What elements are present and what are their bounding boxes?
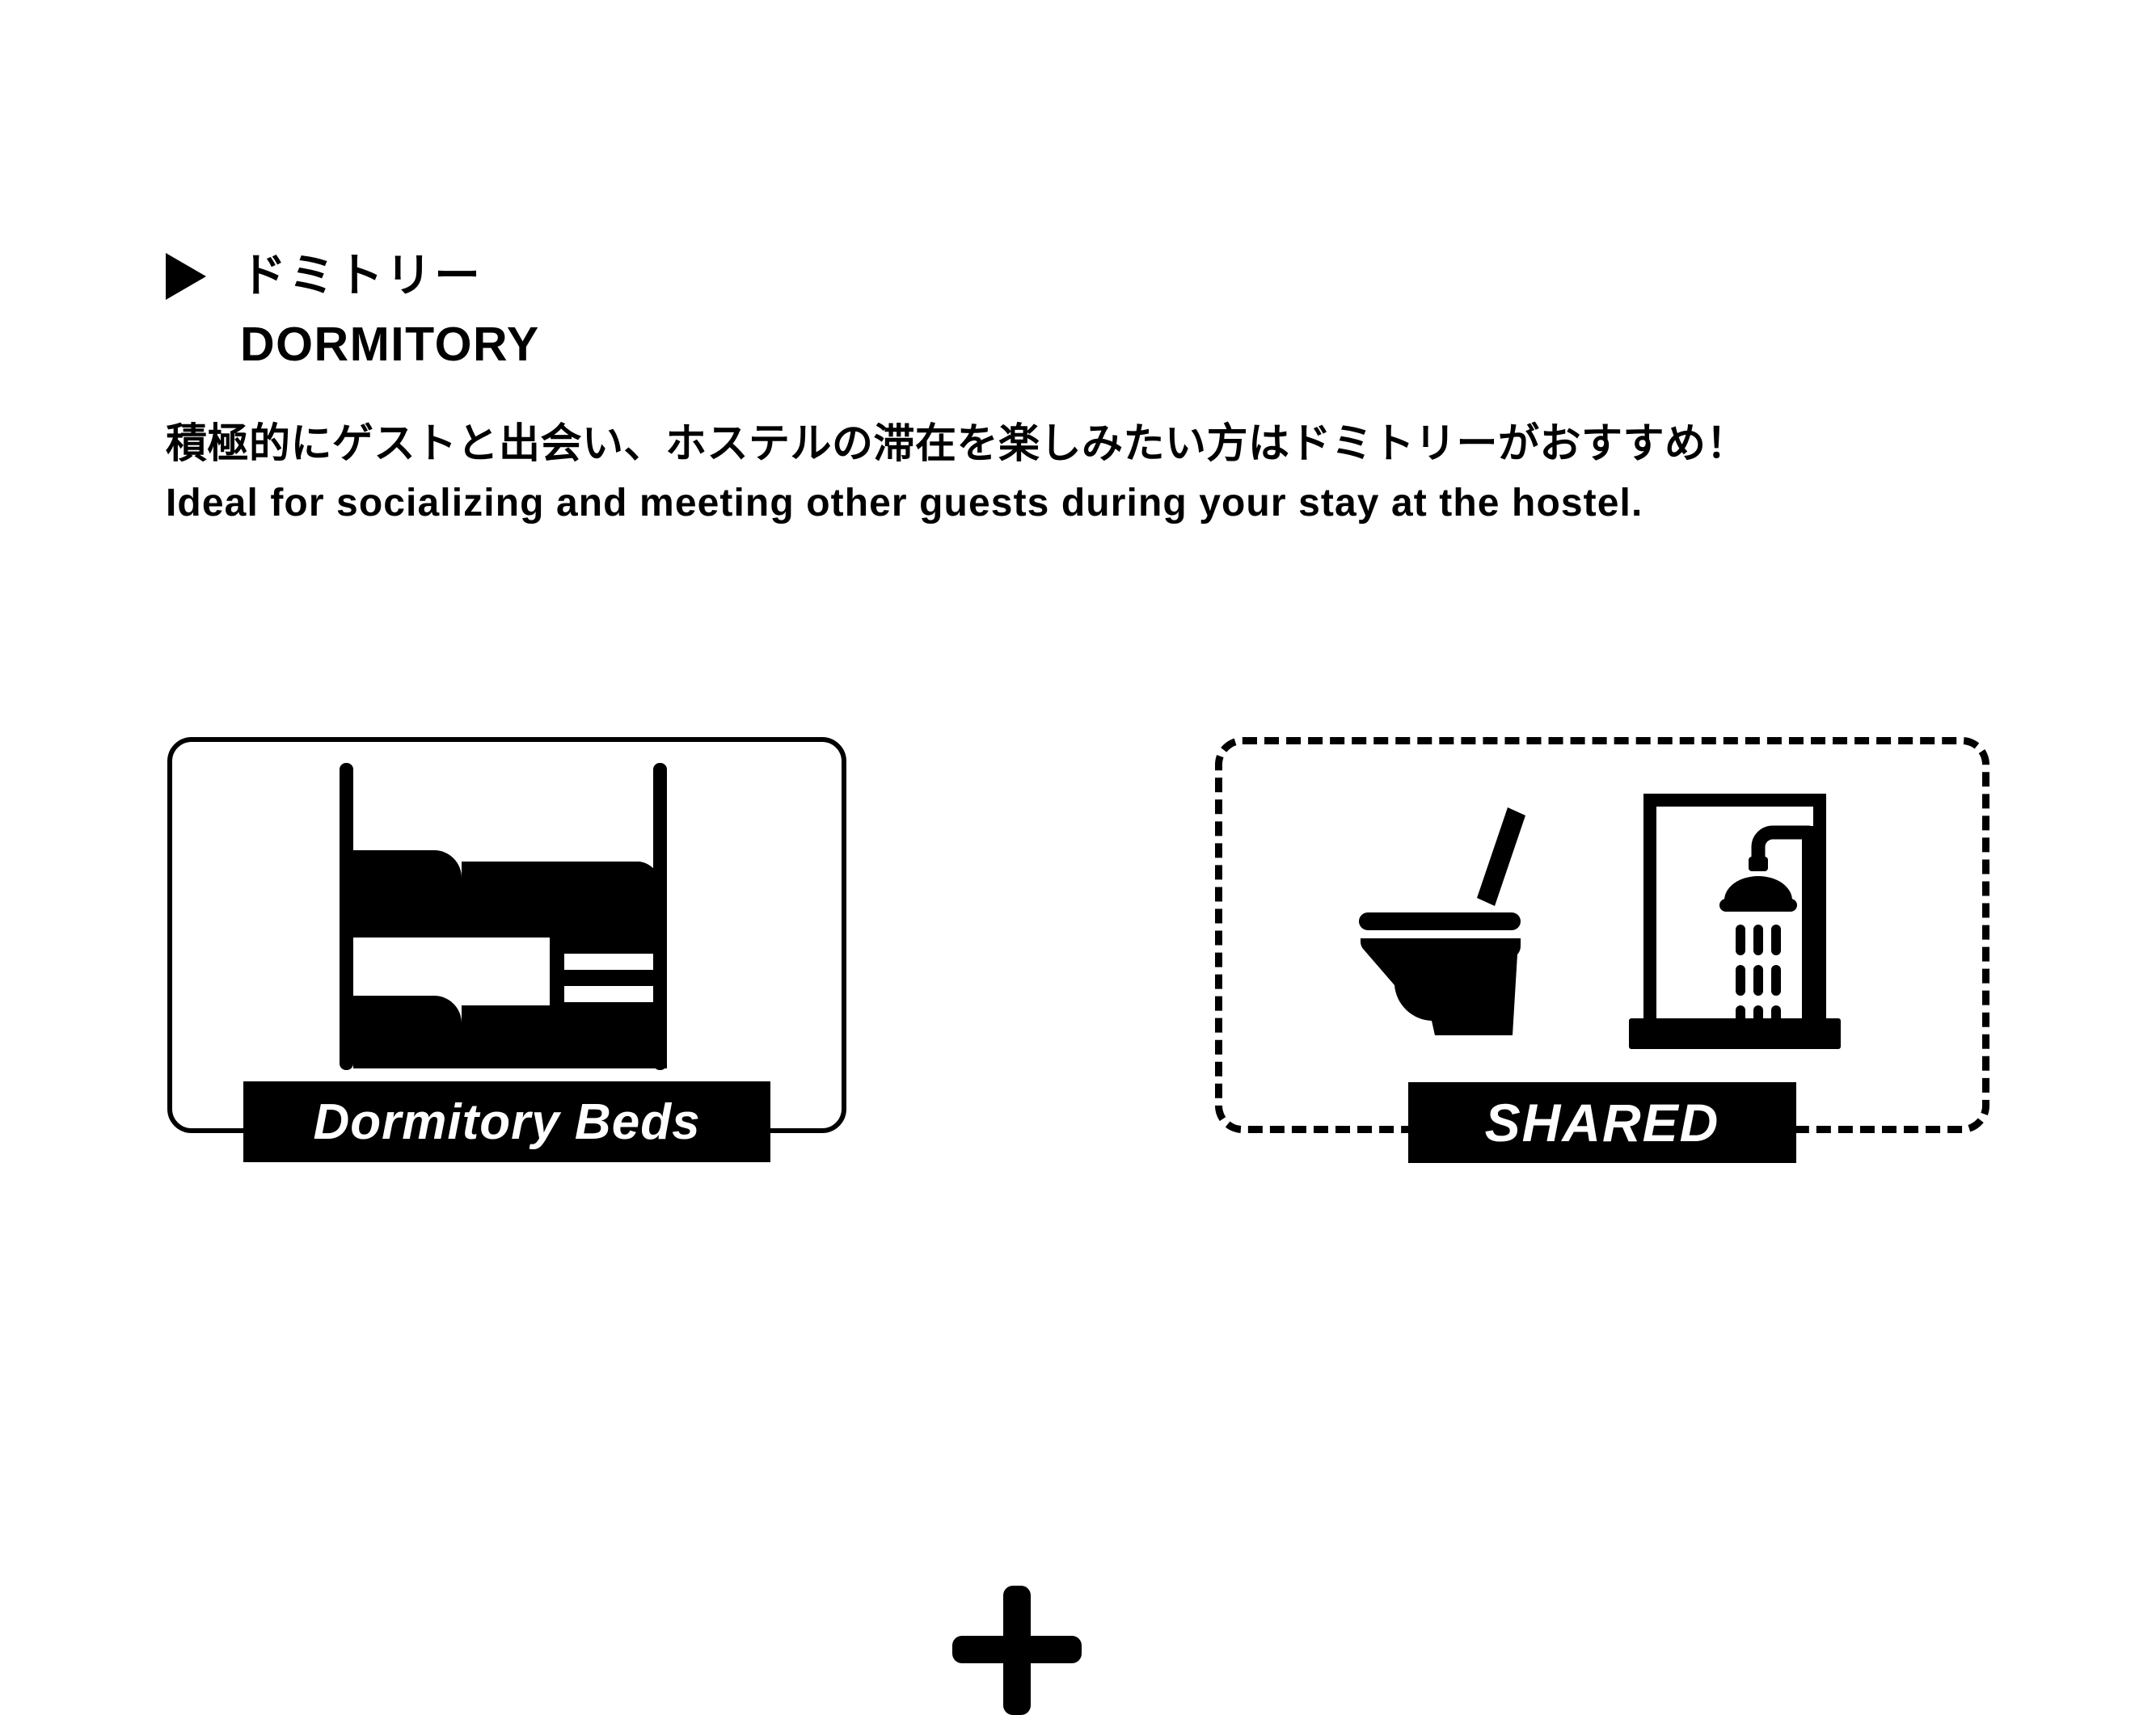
toilet-icon	[1359, 807, 1525, 1035]
page-title-jp: ドミトリー	[240, 249, 483, 301]
plus-vertical-bar	[1003, 1586, 1031, 1715]
shared-icons-group	[1222, 744, 1982, 1126]
shower-icon	[1629, 794, 1841, 1049]
plus-icon	[952, 1586, 1082, 1715]
description-block: 積極的にゲストと出会い、ホステルの滞在を楽しみたい方はドミトリーがおすすめ！ I…	[166, 419, 1944, 528]
shared-facilities-panel: SHARED	[1215, 737, 1989, 1163]
bunk-bed-icon	[172, 742, 842, 1128]
title-row: ドミトリー	[166, 238, 1944, 313]
description-jp: 積極的にゲストと出会い、ホステルの滞在を楽しみたい方はドミトリーがおすすめ！	[166, 420, 1749, 466]
panels-row: Dormitory Beds	[0, 727, 2156, 1715]
shared-label: SHARED	[1408, 1082, 1796, 1163]
play-triangle-icon	[166, 253, 206, 300]
dormitory-beds-panel: Dormitory Beds	[167, 737, 846, 1162]
description-en: Ideal for socializing and meeting other …	[166, 482, 1643, 525]
dormitory-infographic: ドミトリー DORMITORY 積極的にゲストと出会い、ホステルの滞在を楽しみた…	[0, 238, 2156, 1715]
dormitory-beds-label: Dormitory Beds	[243, 1081, 770, 1162]
page-title-en: DORMITORY	[240, 318, 540, 371]
header-block: ドミトリー DORMITORY 積極的にゲストと出会い、ホステルの滞在を楽しみた…	[166, 238, 1944, 528]
